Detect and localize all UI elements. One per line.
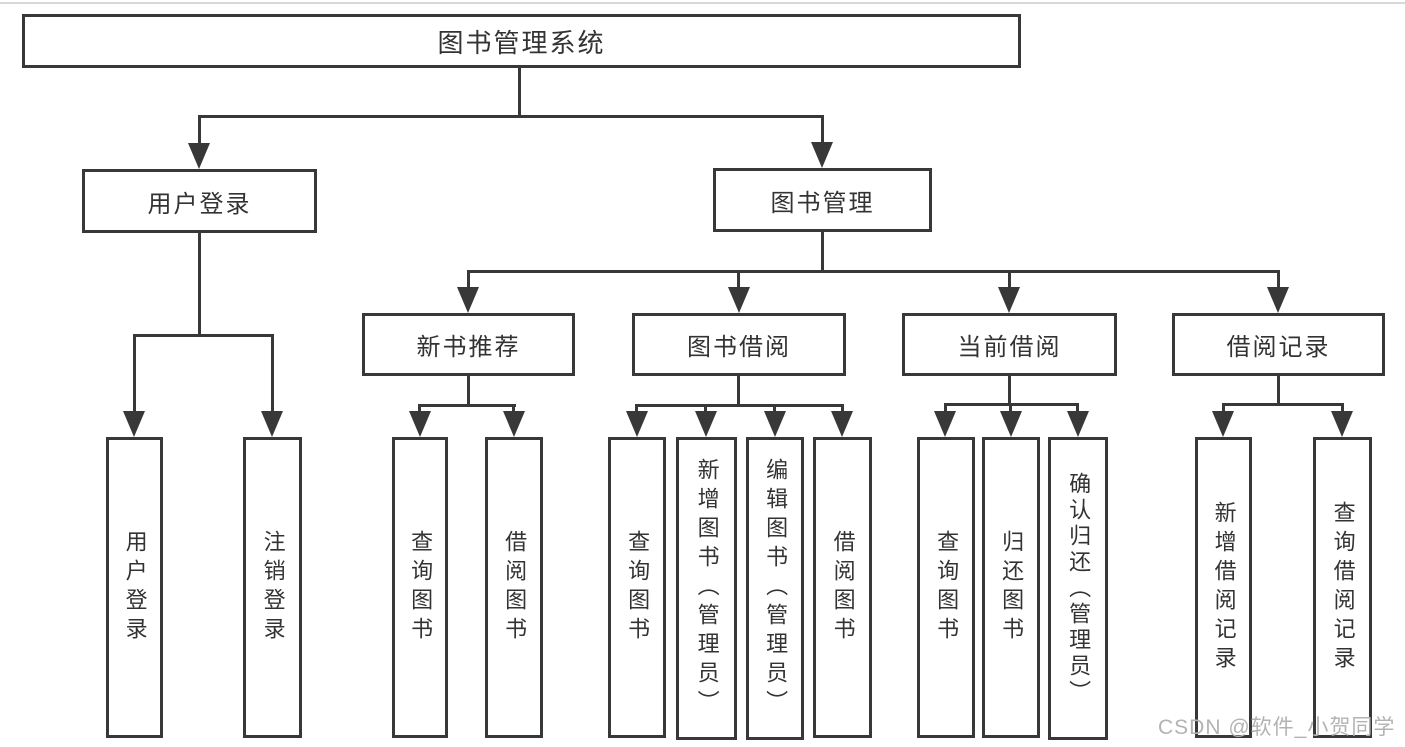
node-label: 当前借阅 [957, 334, 1062, 361]
leaf-label: 查询图书 [934, 529, 960, 646]
connector-to-user-login [198, 115, 201, 145]
connector-borrow-records-stem [1277, 376, 1280, 406]
node-label: 用户登录 [147, 190, 252, 218]
leaf-label: 注销登录 [260, 529, 286, 646]
connector-stub [418, 404, 421, 414]
connector-new-book-recommend-stem [467, 376, 470, 407]
arrowhead-leaf-edit-book [764, 411, 786, 437]
arrowhead-leaf-query-borrow-record [1331, 411, 1353, 437]
node-label: 借阅记录 [1226, 334, 1331, 361]
connector-to-leaf-logout [271, 334, 274, 414]
arrowhead-leaf-query-books-1 [409, 411, 431, 437]
leaf-add-borrow-record: 新增借阅记录 [1195, 437, 1252, 738]
connector-book-borrow-split [635, 404, 843, 407]
leaf-label: 查询借阅记录 [1330, 500, 1356, 675]
arrowhead-book-management [811, 142, 833, 168]
leaf-query-books-2: 查询图书 [608, 437, 666, 738]
arrowhead-borrow-records [1267, 287, 1289, 313]
connector-stub [1009, 403, 1012, 413]
connector-to-book-management [821, 115, 824, 144]
arrowhead-leaf-query-books-3 [934, 411, 956, 437]
connector-to-new-book-recommend [467, 270, 470, 289]
leaf-logout: 注销登录 [243, 437, 302, 738]
connector-stub [841, 404, 844, 414]
leaf-label: 借阅图书 [830, 529, 856, 646]
node-new-book-recommend: 新书推荐 [362, 313, 575, 376]
connector-book-borrow-stem [737, 376, 740, 407]
leaf-query-borrow-record: 查询借阅记录 [1313, 437, 1372, 738]
node-label: 图书借阅 [687, 334, 791, 361]
leaf-label: 用户登录 [122, 529, 148, 646]
node-label: 图书管理 [770, 189, 875, 217]
connector-user-login-split [133, 334, 274, 337]
arrowhead-leaf-add-borrow-record [1212, 411, 1234, 437]
connector-stub [704, 404, 707, 414]
leaf-label: 新增图书（管理员） [694, 458, 720, 719]
connector-current-borrow-stem [1008, 376, 1011, 406]
connector-to-book-borrow [737, 270, 740, 289]
leaf-label: 查询图书 [625, 529, 651, 646]
leaf-edit-book-admin: 编辑图书（管理员） [746, 437, 804, 740]
page-top-hairline [0, 2, 1405, 4]
arrowhead-leaf-return-book [1000, 411, 1022, 437]
node-user-login: 用户登录 [82, 169, 317, 233]
leaf-label: 确认归还（管理员） [1066, 471, 1092, 706]
arrowhead-leaf-borrow-books-1 [503, 411, 525, 437]
connector-user-login-stem [198, 233, 201, 337]
connector-stub [512, 404, 515, 414]
leaf-borrow-books-1: 借阅图书 [485, 437, 543, 738]
arrowhead-book-borrow [728, 287, 750, 313]
leaf-label: 查询图书 [408, 529, 434, 646]
arrowhead-leaf-add-book [695, 411, 717, 437]
node-borrow-records: 借阅记录 [1172, 313, 1385, 376]
arrowhead-leaf-borrow-books-2 [831, 411, 853, 437]
node-book-borrow: 图书借阅 [632, 313, 846, 376]
arrowhead-leaf-logout [261, 411, 283, 437]
connector-root-stem [518, 68, 521, 118]
leaf-label: 借阅图书 [502, 529, 528, 646]
arrowhead-current-borrow [998, 287, 1020, 313]
leaf-user-login: 用户登录 [106, 437, 163, 738]
connector-new-book-recommend-split [418, 404, 516, 407]
leaf-confirm-return-admin: 确认归还（管理员） [1048, 437, 1108, 740]
leaf-borrow-books-2: 借阅图书 [813, 437, 872, 738]
watermark: CSDN @软件_小贺同学 [1158, 716, 1396, 739]
connector-stub [1076, 403, 1079, 413]
arrowhead-leaf-query-books-2 [626, 411, 648, 437]
connector-stub [944, 403, 947, 413]
leaf-query-books-3: 查询图书 [917, 437, 975, 738]
connector-borrow-records-split [1222, 403, 1344, 406]
connector-to-current-borrow [1008, 270, 1011, 289]
arrowhead-leaf-user-login [123, 411, 145, 437]
connector-stub [1222, 403, 1225, 413]
leaf-label: 归还图书 [999, 529, 1025, 646]
arrowhead-leaf-confirm-return [1067, 411, 1089, 437]
arrowhead-user-login [188, 143, 210, 169]
connector-stub [635, 404, 638, 414]
node-label: 图书管理系统 [437, 27, 606, 58]
node-current-borrow: 当前借阅 [902, 313, 1117, 376]
node-label: 新书推荐 [416, 334, 521, 361]
connector-book-management-split [467, 270, 1280, 273]
connector-root-split [198, 115, 824, 118]
leaf-label: 新增借阅记录 [1211, 500, 1237, 675]
connector-to-leaf-user-login [133, 334, 136, 414]
connector-stub [1341, 403, 1344, 413]
arrowhead-new-book-recommend [457, 287, 479, 313]
node-book-management: 图书管理 [713, 168, 932, 232]
node-library-management-system: 图书管理系统 [22, 14, 1021, 68]
connector-book-management-stem [821, 232, 824, 272]
leaf-query-books-1: 查询图书 [392, 437, 448, 738]
connector-to-borrow-records [1277, 270, 1280, 289]
leaf-add-book-admin: 新增图书（管理员） [676, 437, 737, 740]
leaf-return-book: 归还图书 [982, 437, 1040, 738]
connector-stub [773, 404, 776, 414]
leaf-label: 编辑图书（管理员） [763, 458, 789, 719]
